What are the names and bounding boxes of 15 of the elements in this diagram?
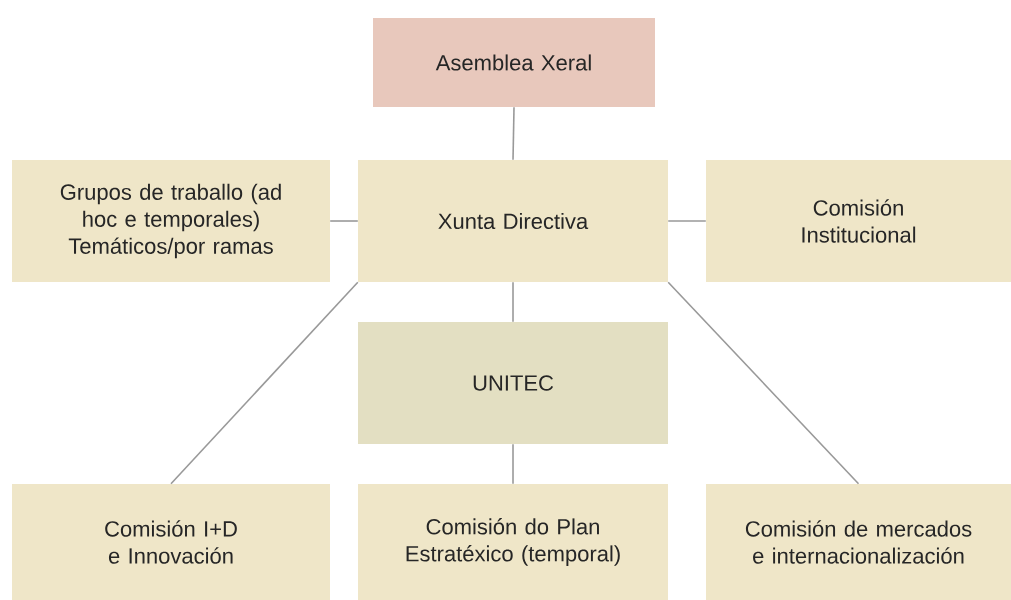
- group-box: Grupos de traballo (ad hoc e temporales) Temáticos/por ramas: [12, 160, 330, 282]
- commission-box: Comisión I+D e Innovación: [12, 484, 330, 600]
- connector-line: [170, 281, 359, 485]
- unit-box: UNITEC: [358, 322, 668, 444]
- commission-box: Comisión do Plan Estratéxico (temporal): [358, 484, 668, 600]
- connector-line: [512, 443, 514, 485]
- connector-line: [667, 220, 707, 222]
- connector-line: [329, 220, 359, 222]
- commission-box: Comisión Institucional: [706, 160, 1011, 282]
- connector-line: [667, 281, 860, 485]
- connector-line: [512, 281, 514, 323]
- title-box: Asemblea Xeral: [373, 18, 655, 107]
- commission-box: Comisión de mercados e internacionalización: [706, 484, 1011, 600]
- connector-line: [512, 106, 515, 161]
- board-box: Xunta Directiva: [358, 160, 668, 282]
